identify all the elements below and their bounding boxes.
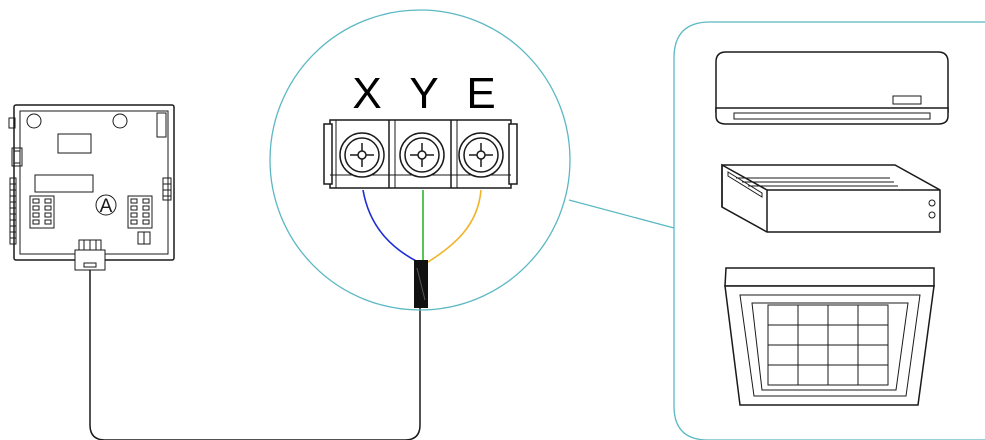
zoom-circle: [269, 9, 571, 311]
board-header-right: [127, 195, 153, 229]
board-right-component-top: [156, 112, 167, 138]
board-inner-outline: [19, 110, 169, 255]
units-panel-frame: [673, 21, 985, 440]
wire-x: [362, 189, 419, 263]
terminal-screw-y: [399, 132, 445, 178]
board-side-connector-left: [11, 147, 23, 167]
terminal-zoom: X Y E: [269, 9, 571, 311]
wire-e: [427, 189, 482, 263]
zoom-callout-line: [568, 199, 675, 229]
ducted-unit-icon: [721, 163, 941, 233]
terminal-label-e: E: [466, 69, 495, 118]
terminal-screw-e: [458, 132, 504, 178]
board-chip-top: [57, 133, 92, 154]
mount-hole-top-left: [26, 113, 42, 129]
mount-hole-top-right: [112, 113, 128, 129]
cassette-unit-icon: [724, 267, 935, 406]
indoor-units-panel: [673, 21, 985, 440]
board-side-connector-left-inner: [13, 150, 21, 164]
board-marker-circle: [95, 194, 117, 216]
board-chip-middle: [34, 174, 94, 193]
board-right-connector: [162, 177, 172, 201]
terminal-label-x: X: [352, 69, 381, 118]
board-left-pin-strip: [9, 177, 17, 245]
wall-mounted-split-unit-icon: [715, 51, 949, 125]
controller-board: A: [8, 104, 175, 271]
connection-cable: [89, 270, 421, 440]
terminal-screw-x: [339, 132, 385, 178]
board-marker-letter: A: [100, 196, 113, 217]
terminal-label-y: Y: [409, 69, 438, 118]
board-header-left: [29, 195, 55, 229]
board-bottom-connector: [74, 239, 106, 271]
board-corner-chip: [8, 117, 16, 129]
